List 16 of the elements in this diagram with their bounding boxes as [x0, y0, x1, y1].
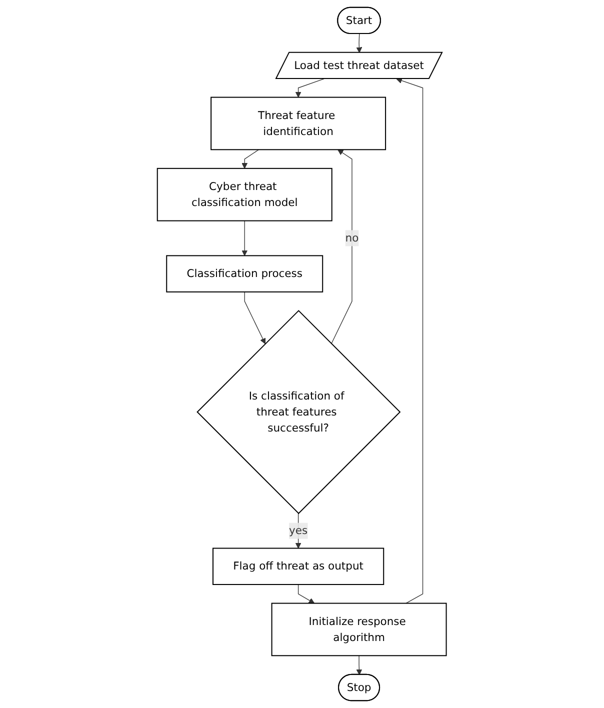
arrow	[242, 149, 260, 169]
arrow	[298, 584, 315, 604]
node-diamond: Is classification of threat features successful?	[196, 310, 401, 514]
arrow	[331, 149, 352, 344]
arrow	[356, 655, 362, 676]
node-box: Classification process	[166, 255, 324, 292]
edge-label: yes	[289, 524, 308, 537]
node-box: Flag off threat as output	[212, 548, 384, 586]
arrow	[244, 292, 266, 344]
edge-label: no	[345, 232, 359, 244]
arrow	[356, 34, 362, 53]
arrow	[242, 220, 248, 256]
node-box: Threat feature identification	[210, 96, 386, 150]
node-box: Initialize response algorithm	[271, 602, 447, 656]
node-box: Cyber threat classification model	[157, 168, 333, 222]
arrow	[396, 78, 424, 604]
